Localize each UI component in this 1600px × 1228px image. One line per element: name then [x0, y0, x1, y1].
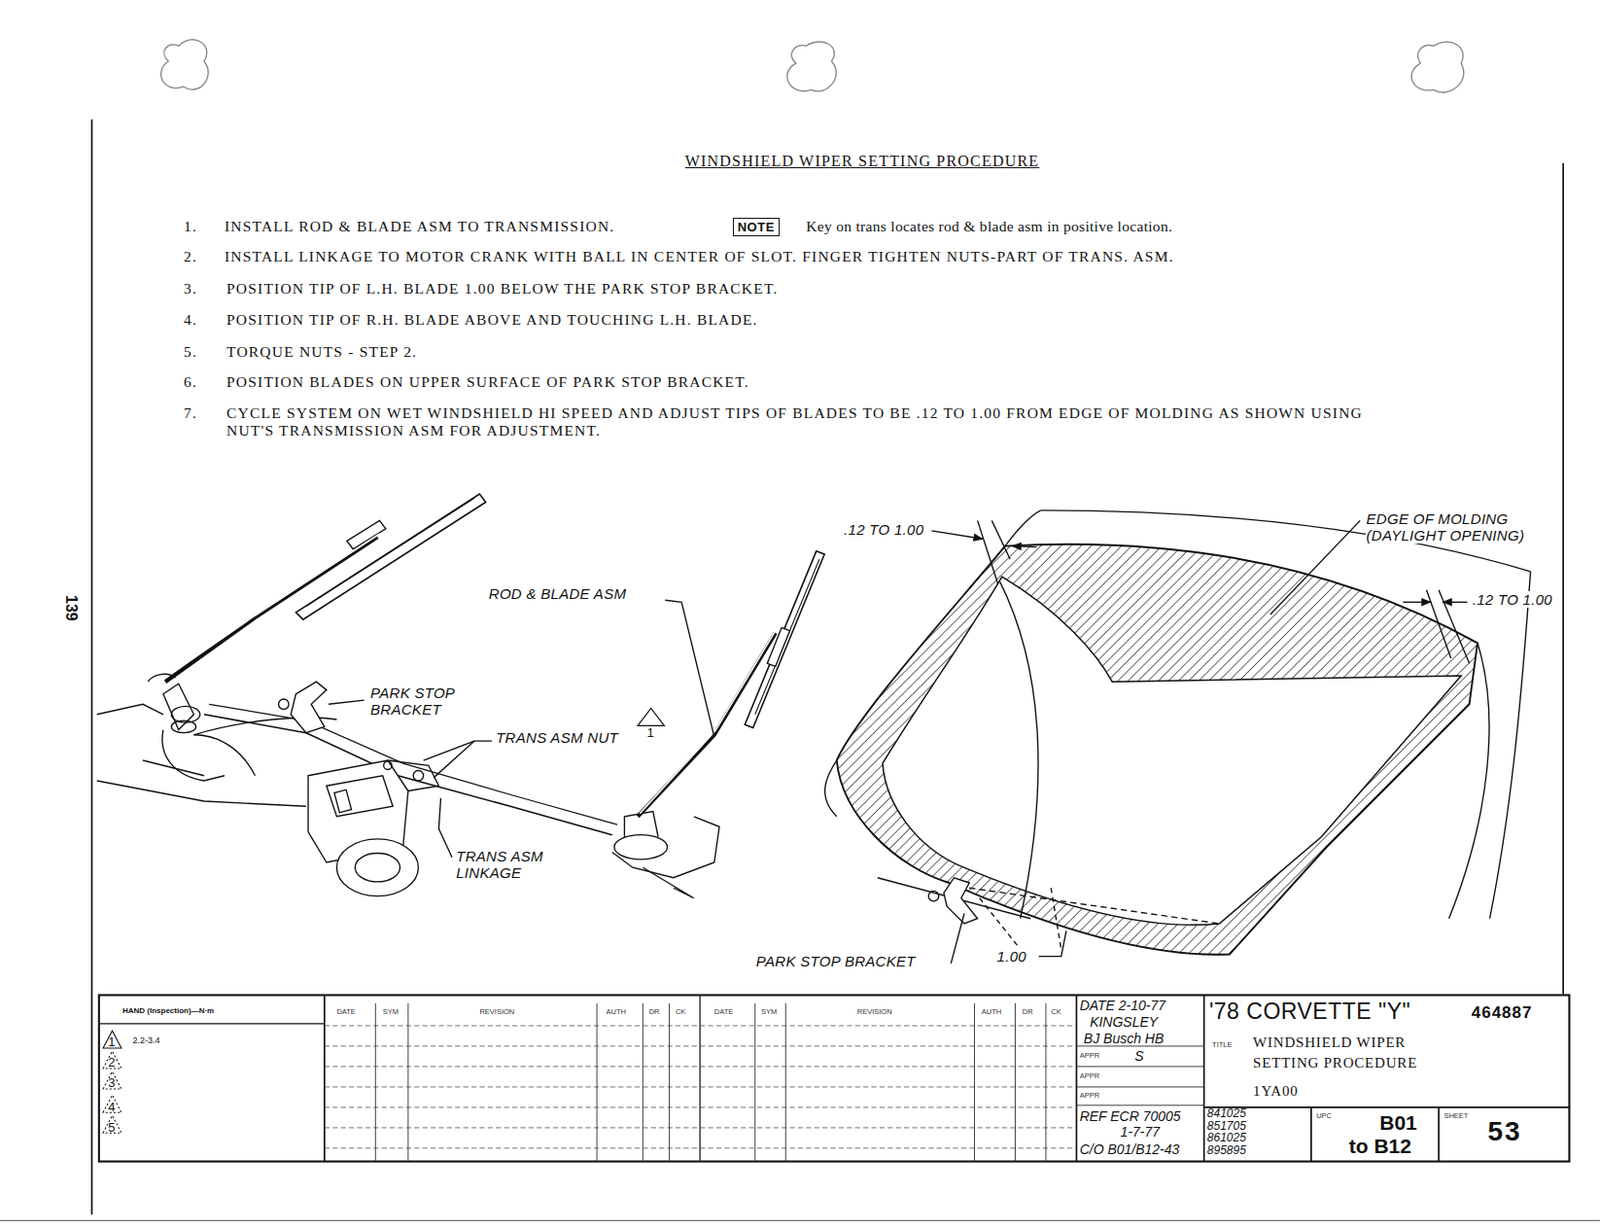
column-header: SHEET — [1443, 1111, 1468, 1120]
upc-range: to B12 — [1349, 1134, 1412, 1158]
page-number: 139 — [62, 594, 80, 622]
column-header: APPR — [1079, 1090, 1100, 1100]
callout-label: PARK STOP BRACKET — [755, 952, 917, 970]
callout-number: 1 — [107, 1034, 115, 1049]
step-text: POSITION TIP OF R.H. BLADE ABOVE AND TOU… — [226, 311, 759, 329]
table-cell: 2.2-3.4 — [132, 1035, 160, 1045]
handwritten-entry: BJ Busch HB — [1083, 1030, 1164, 1046]
note-label: NOTE — [737, 219, 775, 235]
drawing-number: 464887 — [1471, 1003, 1533, 1023]
note-box: NOTE — [732, 217, 780, 237]
drawing-title: 1YA00 — [1252, 1080, 1299, 1101]
column-header: CK — [675, 1007, 686, 1016]
step-text: INSTALL ROD & BLADE ASM TO TRANSMISSION. — [224, 217, 615, 236]
callout-number: 1 — [647, 725, 655, 740]
callout-label: .12 TO 1.00 — [1471, 591, 1554, 608]
step-text: POSITION BLADES ON UPPER SURFACE OF PARK… — [226, 373, 750, 391]
drawing-title: WINDSHIELD WIPER SETTING PROCEDURE — [1252, 1032, 1473, 1073]
column-header: UPC — [1316, 1111, 1332, 1120]
handwritten-number: 861025 — [1207, 1131, 1247, 1144]
model-name: '78 CORVETTE "Y" — [1209, 998, 1411, 1025]
step-text: 2. — [183, 247, 198, 266]
callout-label: TRANS ASM NUT — [494, 729, 620, 746]
column-header: DR — [649, 1007, 661, 1016]
step-text: TORQUE NUTS - STEP 2. — [226, 343, 418, 361]
step-text: 5. — [183, 343, 198, 361]
upc-range: B01 — [1379, 1111, 1418, 1135]
step-text: 3. — [183, 279, 198, 298]
column-header: APPR — [1079, 1071, 1100, 1080]
callout-label: EDGE OF MOLDING (DAYLIGHT OPENING) — [1365, 510, 1550, 544]
handwritten-number: 895895 — [1207, 1144, 1247, 1156]
step-text: 1. — [183, 217, 198, 236]
handwritten-entry: DATE 2-10-77 — [1079, 997, 1166, 1013]
column-header: TITLE — [1212, 1040, 1232, 1049]
note-text: Key on trans locates rod & blade asm in … — [805, 217, 1173, 236]
handwritten-entry: KINGSLEY — [1089, 1013, 1158, 1030]
step-text: 6. — [183, 373, 198, 391]
column-header: DATE — [714, 1007, 733, 1016]
callout-label: PARK STOP BRACKET — [369, 684, 466, 718]
column-header: SYM — [382, 1007, 399, 1016]
column-header: DR — [1022, 1007, 1034, 1016]
step-text: INSTALL LINKAGE TO MOTOR CRANK WITH BALL… — [224, 247, 1175, 266]
column-header: SYM — [761, 1007, 777, 1016]
handwritten-entry: S — [1134, 1047, 1144, 1064]
column-header: AUTH — [606, 1007, 627, 1016]
step-text: 7. — [183, 404, 198, 422]
column-header: CK — [1050, 1007, 1061, 1016]
callout-label: .12 TO 1.00 — [842, 521, 925, 538]
column-header: REVISION — [857, 1007, 893, 1016]
page-title: WINDSHIELD WIPER SETTING PROCEDURE — [685, 152, 1041, 171]
step-text: CYCLE SYSTEM ON WET WINDSHIELD HI SPEED … — [226, 404, 1400, 440]
handwritten-entry: 1-7-77 — [1120, 1123, 1160, 1140]
sheet-number: 53 — [1488, 1115, 1523, 1148]
callout-label: TRANS ASM LINKAGE — [454, 847, 559, 881]
column-header: APPR — [1079, 1050, 1100, 1060]
handwritten-entry: C/O B01/B12-43 — [1079, 1141, 1181, 1157]
column-header: REVISION — [479, 1007, 515, 1016]
callout-number: 5 — [107, 1119, 115, 1135]
callout-number: 4 — [107, 1099, 115, 1114]
callout-number: 2 — [107, 1054, 115, 1070]
handwritten-number: 841025 — [1207, 1107, 1247, 1119]
table-header: HAND (Inspection)—N·m — [122, 1006, 214, 1015]
step-text: POSITION TIP OF L.H. BLADE 1.00 BELOW TH… — [226, 279, 778, 298]
column-header: AUTH — [981, 1007, 1002, 1016]
handwritten-entry: REF ECR 70005 — [1079, 1108, 1182, 1124]
callout-number: 3 — [107, 1075, 115, 1090]
handwritten-number: 851705 — [1207, 1119, 1247, 1132]
callout-label: ROD & BLADE ASM — [487, 585, 627, 602]
callout-label: 1.00 — [996, 947, 1028, 965]
column-header: DATE — [336, 1007, 355, 1016]
step-text: 4. — [183, 311, 198, 329]
